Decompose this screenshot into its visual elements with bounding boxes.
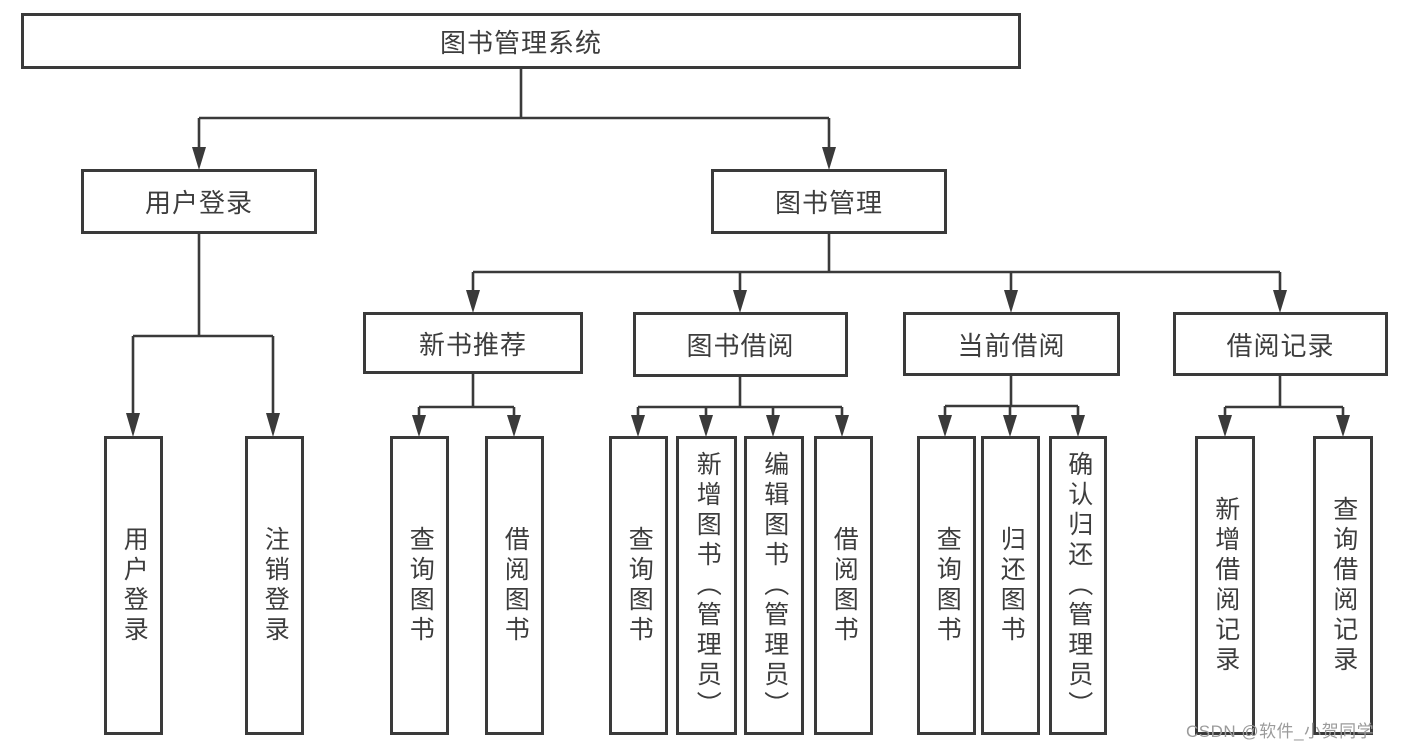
leaf-label: 用户登录 [120, 525, 149, 646]
leaf-logout: 注销登录 [245, 436, 304, 735]
node-label: 图书管理系统 [439, 27, 602, 58]
node-label: 图书管理 [774, 188, 883, 218]
node-borrow-records: 借阅记录 [1173, 312, 1388, 376]
node-label: 用户登录 [144, 188, 253, 218]
node-label: 当前借阅 [957, 330, 1066, 361]
leaf-add-book-admin: 新增图书（管理员） [676, 436, 737, 735]
leaf-query-borrow-record: 查询借阅记录 [1313, 436, 1373, 735]
leaf-label: 注销登录 [261, 525, 290, 646]
watermark: CSDN @软件_小贺同学 [1186, 722, 1375, 741]
node-root: 图书管理系统 [21, 13, 1021, 69]
leaf-confirm-return-admin: 确认归还（管理员） [1049, 436, 1107, 735]
leaf-borrow-book: 借阅图书 [814, 436, 873, 735]
leaf-label: 确认归还（管理员） [1064, 450, 1093, 721]
leaf-label: 编辑图书（管理员） [760, 450, 789, 721]
leaf-borrow-book-recommend: 借阅图书 [485, 436, 544, 735]
node-label: 图书借阅 [686, 331, 795, 361]
leaf-label: 归还图书 [997, 525, 1026, 646]
node-label: 借阅记录 [1226, 330, 1335, 361]
node-user-login: 用户登录 [81, 169, 317, 234]
leaf-label: 新增图书（管理员） [693, 450, 722, 721]
leaf-edit-book-admin: 编辑图书（管理员） [744, 436, 804, 735]
leaf-label: 查询图书 [406, 525, 435, 646]
node-book-management: 图书管理 [711, 169, 947, 234]
arrowheads [126, 147, 1350, 437]
node-book-borrowing: 图书借阅 [633, 312, 848, 377]
leaf-label: 查询图书 [933, 525, 962, 646]
leaf-query-book-current: 查询图书 [917, 436, 976, 735]
leaf-query-book-recommend: 查询图书 [390, 436, 449, 735]
leaf-query-book-borrowing: 查询图书 [609, 436, 668, 735]
leaf-return-book: 归还图书 [981, 436, 1040, 735]
leaf-label: 新增借阅记录 [1211, 495, 1240, 676]
leaf-label: 查询图书 [625, 525, 654, 646]
node-new-book-recommend: 新书推荐 [363, 312, 583, 374]
leaf-label: 借阅图书 [501, 525, 530, 646]
leaf-add-borrow-record: 新增借阅记录 [1195, 436, 1255, 735]
leaf-label: 查询借阅记录 [1329, 495, 1358, 676]
leaf-label: 借阅图书 [830, 525, 859, 646]
leaf-user-login: 用户登录 [104, 436, 163, 735]
node-current-borrowing: 当前借阅 [903, 312, 1120, 376]
node-label: 新书推荐 [418, 329, 527, 360]
